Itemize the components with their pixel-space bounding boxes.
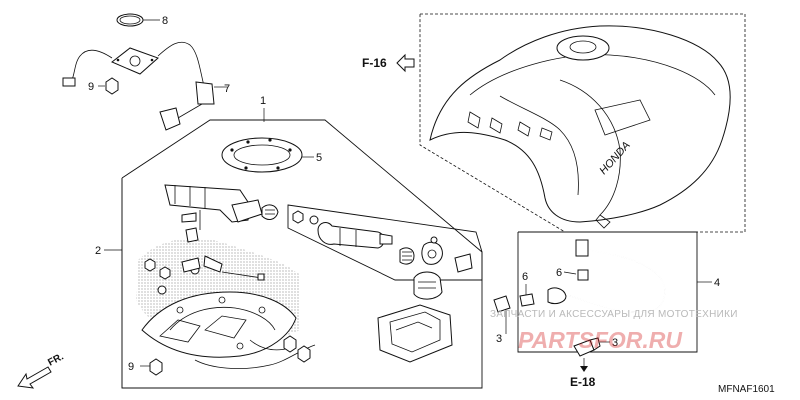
fuel-hose-group-4: 4	[517, 231, 720, 353]
front-direction: FR.	[17, 351, 66, 389]
nut-9-bottom: 9	[128, 358, 163, 376]
sensor-float	[159, 107, 181, 131]
callout-7: 7	[224, 83, 230, 95]
fuel-strainer	[413, 271, 443, 300]
callout-6-b: 6	[522, 271, 528, 283]
front-label: FR.	[46, 351, 66, 368]
pump-motor	[317, 222, 385, 249]
nut-9-top: 9	[88, 77, 119, 95]
fitting-3-b: 3	[573, 337, 618, 357]
callout-6-a: 6	[556, 267, 562, 279]
fuel-tank: HONDA	[429, 25, 731, 229]
callout-8: 8	[162, 15, 168, 27]
ref-e18: E-18	[570, 358, 596, 389]
o-ring-8: 8	[116, 13, 168, 27]
fuel-filler-cap	[556, 35, 610, 61]
fitting-3-a: 3	[496, 310, 507, 345]
callout-9-bottom: 9	[128, 361, 134, 373]
callout-2: 2	[95, 245, 101, 257]
spring-clip	[261, 204, 279, 220]
callout-1: 1	[260, 95, 266, 107]
callout-5: 5	[316, 152, 322, 164]
ref-f16: F-16	[362, 56, 387, 70]
fuel-pump-body	[164, 184, 279, 243]
callout-3-b: 3	[612, 337, 618, 349]
front-arrow-icon	[17, 366, 52, 389]
hose-fitting-bottom	[547, 287, 567, 305]
watermark-site: PARTSFOR.RU	[518, 327, 683, 353]
diagram-code: MFNAF1601	[718, 384, 775, 395]
callout-3-a: 3	[496, 333, 502, 345]
ref-f16-arrow-icon	[396, 53, 415, 73]
hose-fitting-top	[575, 239, 589, 257]
fuel-level-sensor-7: 7	[62, 41, 230, 131]
pump-filter-cap	[421, 241, 443, 265]
sensor-flange	[111, 47, 159, 75]
watermark-caption: ЗАПЧАСТИ И АКСЕССУАРЫ ДЛЯ МОТОТЕХНИКИ	[490, 309, 738, 320]
callout-4: 4	[714, 277, 720, 289]
pump-motor-subgroup	[287, 204, 483, 281]
callout-9-top: 9	[88, 81, 94, 93]
ref-e18-label: E-18	[570, 375, 596, 389]
small-hardware	[144, 255, 265, 295]
sensor-unit	[195, 81, 215, 105]
clip-6-b: 6	[493, 271, 535, 313]
sensor-connector	[62, 77, 76, 87]
clip-6-a: 6	[556, 267, 577, 279]
filter-housing	[377, 304, 453, 363]
setting-plate-5: 5	[221, 137, 322, 173]
fuel-tank-group: HONDA F-16	[362, 13, 746, 233]
fuel-pump-assembly-1: 1	[260, 95, 266, 122]
pump-bracket	[141, 291, 316, 369]
watermark: ЗАПЧАСТИ И АКСЕССУАРЫ ДЛЯ МОТОТЕХНИКИ PA…	[490, 309, 738, 353]
